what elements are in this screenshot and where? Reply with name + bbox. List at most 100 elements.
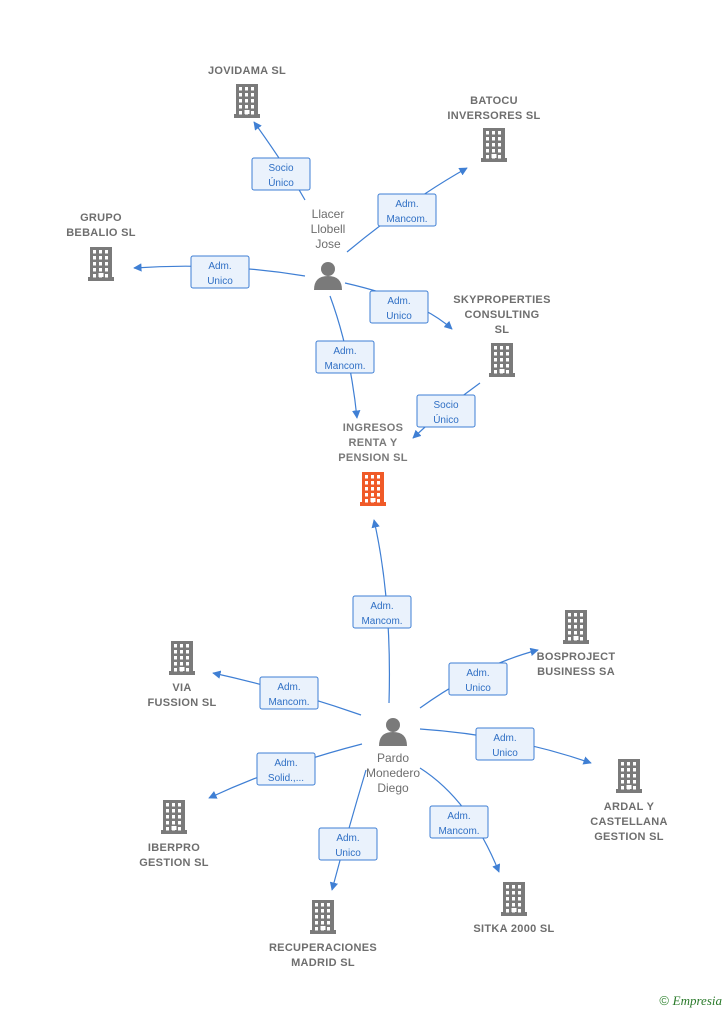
node-bosproject[interactable]: BOSPROJECT BUSINESS SA [537, 610, 616, 678]
building-icon [169, 641, 195, 675]
node-label-line: Pardo [377, 751, 409, 765]
building-icon [234, 84, 260, 118]
edge-label-box[interactable]: Adm. Unico [475, 727, 535, 761]
edge-label-box[interactable]: Adm.Mancom. [377, 193, 437, 227]
node-label-line: FUSSION SL [147, 697, 216, 709]
edge-label-line: Mancom. [268, 697, 309, 708]
edge-label-line: Adm. [274, 758, 297, 769]
edge-label-line: Unico [335, 848, 361, 859]
node-iberpro[interactable]: IBERPRO GESTION SL [139, 800, 209, 869]
person-icon [379, 718, 407, 746]
node-label-line: Llobell [311, 222, 346, 236]
building-icon [616, 759, 642, 793]
edge-label-line: Unico [386, 311, 412, 322]
node-label-line: MADRID SL [291, 957, 355, 969]
node-label-line: GRUPO [80, 212, 122, 224]
edge-label-line: Adm. [333, 346, 356, 357]
node-label-line: BUSINESS SA [537, 666, 615, 678]
node-label-line: PENSION SL [338, 452, 408, 464]
edge-label-box[interactable]: Adm.Unico [190, 255, 250, 289]
node-label-line: GESTION SL [139, 857, 209, 869]
node-label-line: GESTION SL [594, 831, 664, 843]
edge-label-line: Adm. [277, 682, 300, 693]
edge-label-line: Mancom. [361, 616, 402, 627]
edge-label-line: Mancom. [386, 214, 427, 225]
edge-llacer-to-batocu: Adm.Mancom. [346, 167, 468, 253]
edge-label-box[interactable]: Adm.Unico [448, 662, 508, 696]
node-label-line: IBERPRO [148, 842, 200, 854]
edge-label-line: Adm. [493, 733, 516, 744]
edge-pardo-to-iberpro: Adm. Solid.,... [208, 743, 363, 799]
node-label-line: BOSPROJECT [537, 651, 616, 663]
node-label-line: CASTELLANA [590, 816, 668, 828]
building-icon [481, 128, 507, 162]
edge-label-line: Mancom. [438, 826, 479, 837]
node-jovidama[interactable]: JOVIDAMA SL [208, 65, 286, 118]
building-icon [360, 472, 386, 506]
edge-pardo-to-bosproject: Adm.Unico [419, 647, 539, 709]
node-label-line: BEBALIO SL [66, 227, 136, 239]
edge-pardo-to-via: Adm. Mancom. [212, 670, 362, 716]
edge-label-line: Unico [492, 748, 518, 759]
node-label-line: BATOCU [470, 95, 518, 107]
edge-label-line: Adm. [466, 668, 489, 679]
node-label-line: INVERSORES SL [447, 110, 540, 122]
node-ingresos[interactable]: INGRESOS RENTA Y PENSION SL [338, 422, 408, 506]
edge-label-box[interactable]: Adm. Mancom. [259, 676, 319, 710]
edge-label-line: Mancom. [324, 361, 365, 372]
edge-label-line: Adm. [208, 261, 231, 272]
edge-label-box[interactable]: Adm. Unico [369, 290, 429, 324]
edge-label-line: Único [433, 413, 459, 426]
person-icon [314, 262, 342, 290]
edge-label-line: Adm. [447, 811, 470, 822]
edge-label-line: Adm. [336, 833, 359, 844]
edge-pardo-to-ingresos: Adm. Mancom. [352, 519, 412, 704]
building-icon [88, 247, 114, 281]
edge-label-line: Único [268, 176, 294, 189]
edge-label-line: Socio [268, 163, 293, 174]
node-label-line: Diego [377, 781, 409, 795]
node-label-line: INGRESOS [343, 422, 403, 434]
node-label-line: SKYPROPERTIES [453, 294, 550, 306]
edge-pardo-to-recuperaciones: Adm. Unico [318, 769, 378, 891]
edge-llacer-to-ingresos: Adm. Mancom. [315, 295, 375, 419]
edge-llacer-to-sky: Adm. Unico [344, 282, 453, 330]
node-label-line: RECUPERACIONES [269, 942, 377, 954]
building-icon [489, 343, 515, 377]
edge-label-line: Solid.,... [268, 773, 304, 784]
node-label-line: SL [495, 324, 510, 336]
edge-label-box[interactable]: Adm. Solid.,... [256, 752, 316, 786]
edge-label-line: Socio [433, 400, 458, 411]
edge-label-box[interactable]: Adm. Mancom. [315, 340, 375, 374]
edge-llacer-to-bebalio: Adm.Unico [133, 255, 306, 289]
node-via[interactable]: VIA FUSSION SL [147, 641, 216, 709]
node-batocu[interactable]: BATOCU INVERSORES SL [447, 95, 540, 162]
node-label-line: VIA [172, 682, 191, 694]
node-label-line: Jose [315, 237, 341, 251]
edge-label-box[interactable]: Adm. Mancom. [429, 805, 489, 839]
node-label-line: RENTA Y [349, 437, 398, 449]
node-bebalio[interactable]: GRUPO BEBALIO SL [66, 212, 136, 281]
copyright-symbol: © [659, 993, 670, 1008]
node-recuperaciones[interactable]: RECUPERACIONES MADRID SL [269, 900, 377, 969]
node-sitka[interactable]: SITKA 2000 SL [473, 882, 554, 935]
edge-label-box[interactable]: Adm. Unico [318, 827, 378, 861]
nodes-layer: JOVIDAMA SL BATOCU INVERSORES SL GRUPO BEBAL… [66, 65, 668, 969]
node-ardal[interactable]: ARDAL Y CASTELLANA GESTION SL [590, 759, 668, 843]
node-label-line: ARDAL Y [604, 801, 655, 813]
edge-pardo-to-sitka: Adm. Mancom. [419, 767, 501, 873]
building-icon [310, 900, 336, 934]
edges-layer: SocioÚnicoAdm.Mancom.Adm.UnicoAdm.UnicoA… [133, 121, 592, 891]
brand-logo: Empresia [672, 993, 722, 1008]
edge-label-line: Adm. [387, 296, 410, 307]
edge-label-box[interactable]: Adm. Mancom. [352, 595, 412, 629]
edge-label-line: Adm. [370, 601, 393, 612]
